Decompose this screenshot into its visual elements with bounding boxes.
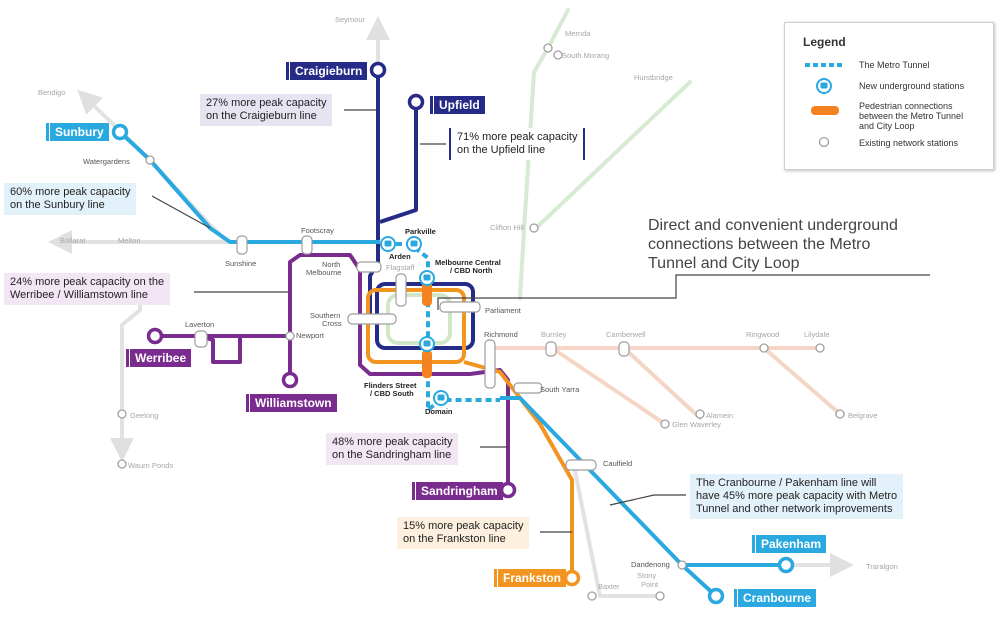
- terminus-craigieburn: Craigieburn: [286, 62, 368, 80]
- station-label-southern-cross-1: Southern: [310, 311, 340, 320]
- station-label-caulfield: Caulfield: [603, 459, 632, 468]
- station-label-flagstaff: Flagstaff: [386, 263, 416, 272]
- station-label-richmond: Richmond: [484, 330, 518, 339]
- station-label-melbourne-central-2: / CBD North: [450, 266, 493, 275]
- station-label-seymour: Seymour: [335, 15, 366, 24]
- legend-existing-station-icon: [818, 136, 830, 148]
- station-label-newport: Newport: [296, 331, 325, 340]
- station-label-arden: Arden: [389, 252, 411, 261]
- station-label-mernda: Mernda: [565, 29, 591, 38]
- terminus-williamstown: Williamstown: [246, 394, 337, 412]
- station-label-north-melbourne-1: North: [322, 260, 340, 269]
- station-label-south-morang: South Morang: [562, 51, 609, 60]
- capacity-note-craigieburn: 27% more peak capacity on the Craigiebur…: [200, 94, 333, 126]
- station-label-parliament: Parliament: [485, 306, 522, 315]
- new-station-labels: Arden Parkville Melbourne Central / CBD …: [364, 227, 501, 416]
- terminus-werribee: Werribee: [126, 349, 192, 367]
- callout-leaders: [151, 109, 930, 533]
- station-label-ringwood: Ringwood: [746, 330, 779, 339]
- station-label-waurn-ponds: Waurn Ponds: [128, 461, 173, 470]
- pedestrian-connections: [422, 278, 432, 378]
- station-label-clifton-hill: Clifton Hill: [490, 223, 524, 232]
- station-label-stony-point-2: Point: [641, 580, 659, 589]
- legend: Legend The Metro Tunnel New underground …: [784, 22, 994, 170]
- station-labels: Watergardens Sunshine Footscray North Me…: [83, 157, 670, 569]
- station-label-belgrave: Belgrave: [848, 411, 878, 420]
- station-label-bendigo: Bendigo: [38, 88, 66, 97]
- new-underground-stations: [380, 236, 449, 406]
- station-label-lilydale: Lilydale: [804, 330, 829, 339]
- station-label-sunshine: Sunshine: [225, 259, 256, 268]
- terminus-frankston: Frankston: [494, 569, 567, 587]
- existing-stations: [117, 43, 845, 601]
- capacity-note-sunbury: 60% more peak capacity on the Sunbury li…: [4, 183, 137, 215]
- station-label-geelong: Geelong: [130, 411, 158, 420]
- new-station-melbourne-central-icon: [419, 270, 435, 286]
- legend-symbols: [805, 63, 843, 148]
- station-label-southern-cross-2: Cross: [322, 319, 342, 328]
- interchange-pills: [194, 235, 630, 471]
- new-station-arden-icon: [380, 236, 396, 252]
- station-label-glen-waverley: Glen Waverley: [672, 420, 721, 429]
- station-label-footscray: Footscray: [301, 226, 334, 235]
- station-label-north-melbourne-2: Melbourne: [306, 268, 341, 277]
- terminus-sandringham: Sandringham: [412, 482, 503, 500]
- terminus-sunbury: Sunbury: [46, 123, 109, 141]
- station-label-watergardens: Watergardens: [83, 157, 130, 166]
- capacity-note-upfield: 71% more peak capacity on the Upfield li…: [449, 128, 586, 160]
- capacity-note-werribee: 24% more peak capacity on the Werribee /…: [4, 273, 171, 305]
- station-label-traralgon: Traralgon: [866, 562, 898, 571]
- station-label-melton: Melton: [118, 236, 141, 245]
- capacity-note-frankston: 15% more peak capacity on the Frankston …: [397, 517, 530, 549]
- station-label-domain: Domain: [425, 407, 453, 416]
- terminus-cranbourne: Cranbourne: [734, 589, 817, 607]
- capacity-note-sandringham: 48% more peak capacity on the Sandringha…: [326, 433, 459, 465]
- new-station-parkville-icon: [406, 236, 422, 252]
- pedestrian-connection-south: [422, 350, 432, 378]
- capacity-note-cranbourne: The Cranbourne / Pakenham line will have…: [690, 474, 904, 519]
- terminus-upfield: Upfield: [430, 96, 485, 114]
- station-label-melbourne-central-1: Melbourne Central: [435, 258, 501, 267]
- station-label-flinders-street-2: / CBD South: [370, 389, 414, 398]
- tunnel-callout: Direct and convenient underground connec…: [648, 217, 898, 272]
- legend-pedestrian-icon: [811, 106, 839, 115]
- station-label-hurstbridge: Hurstbridge: [634, 73, 673, 82]
- terminus-pakenham: Pakenham: [752, 535, 827, 553]
- station-label-camberwell: Camberwell: [606, 330, 646, 339]
- station-label-ballarat: Ballarat: [60, 236, 86, 245]
- station-label-stony-point-1: Stony: [637, 571, 656, 580]
- station-label-dandenong: Dandenong: [631, 560, 670, 569]
- station-label-burnley: Burnley: [541, 330, 567, 339]
- station-label-south-yarra: South Yarra: [540, 385, 580, 394]
- grey-station-labels: Seymour Bendigo Ballarat Melton Geelong …: [38, 15, 898, 591]
- station-label-laverton: Laverton: [185, 320, 214, 329]
- legend-new-station-icon: [816, 78, 832, 94]
- station-label-baxter: Baxter: [598, 582, 620, 591]
- legend-title: Legend: [803, 35, 846, 49]
- terminus-rings: [111, 61, 795, 605]
- legend-existing-label: Existing network stations: [859, 138, 959, 148]
- new-station-domain-icon: [433, 390, 449, 406]
- station-label-alamein: Alamein: [706, 411, 733, 420]
- station-label-parkville: Parkville: [405, 227, 436, 236]
- legend-metro-tunnel-label: The Metro Tunnel: [859, 60, 930, 70]
- legend-pedestrian-label: Pedestrian connections between the Metro…: [859, 101, 964, 131]
- station-label-flinders-street-1: Flinders Street: [364, 381, 417, 390]
- legend-new-stations-label: New underground stations: [859, 81, 965, 91]
- new-station-flinders-street-icon: [419, 336, 435, 352]
